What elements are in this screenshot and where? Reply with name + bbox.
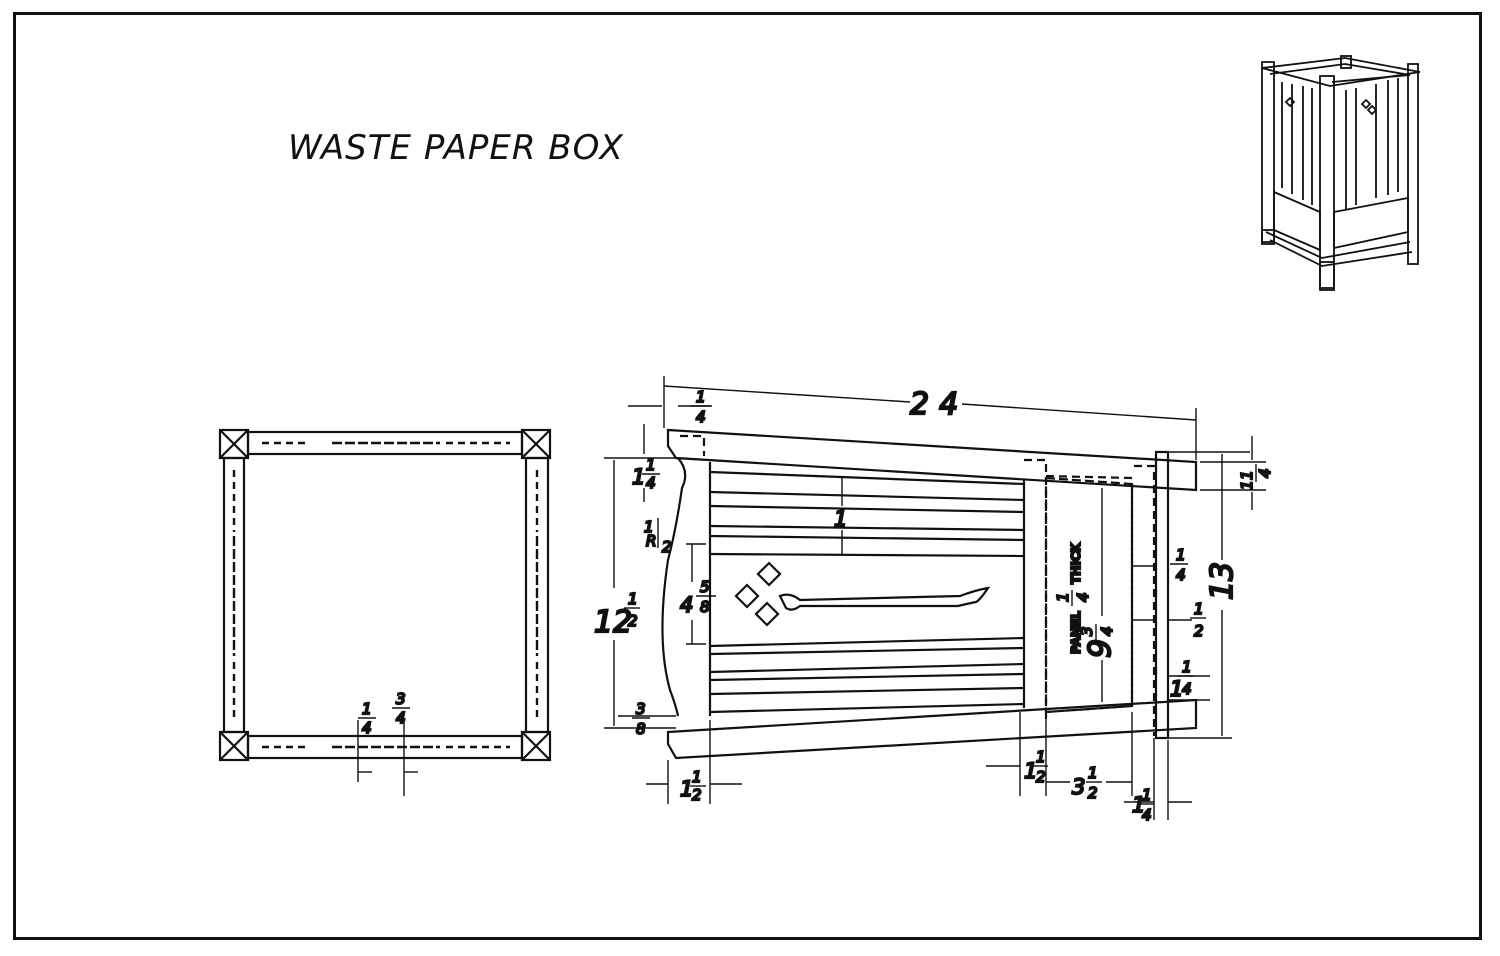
plan-dim-thickness: 1 4 <box>358 699 376 738</box>
dim-overall-length: 24 <box>910 387 968 422</box>
svg-text:1: 1 <box>1024 759 1037 783</box>
svg-text:PANEL: PANEL <box>1069 611 1083 654</box>
svg-text:4: 4 <box>680 593 693 617</box>
svg-text:1: 1 <box>1142 786 1152 804</box>
plan-dim-width: 3 4 <box>392 689 410 728</box>
plan-corner-post-tl <box>218 428 250 460</box>
svg-text:2: 2 <box>692 786 702 804</box>
svg-text:4: 4 <box>1256 468 1274 478</box>
dim-top-offset: 1 4 <box>690 387 710 427</box>
svg-text:R: R <box>646 532 656 550</box>
svg-text:4: 4 <box>696 408 706 426</box>
dim-lower-rail-depth: 1 1 4 <box>1169 657 1194 702</box>
svg-text:1: 1 <box>362 700 372 718</box>
svg-text:4: 4 <box>646 474 656 492</box>
svg-text:1: 1 <box>1132 793 1145 817</box>
svg-text:3: 3 <box>396 690 406 708</box>
svg-text:8: 8 <box>700 598 710 616</box>
dim-panel-offset: 1 4 <box>1170 545 1188 585</box>
sheet-border <box>13 12 1482 940</box>
elevation-panel <box>1044 476 1134 714</box>
dim-end-radius: 1 2 R <box>643 517 673 557</box>
dim-bottom-relief: 3 8 <box>632 699 650 739</box>
svg-text:4: 4 <box>1142 806 1152 824</box>
dim-panel-height: 9 3 4 <box>1077 624 1119 659</box>
svg-text:1: 1 <box>1238 470 1256 480</box>
dim-end-height: 12 1 2 <box>593 589 640 641</box>
svg-text:2: 2 <box>662 538 672 556</box>
perspective-sketch <box>1261 55 1421 291</box>
svg-text:2: 2 <box>628 612 638 630</box>
plan-dimension-lines <box>357 720 418 796</box>
elevation-slats-bottom <box>709 636 1025 714</box>
elevation-bottom-rail <box>666 698 1198 760</box>
elevation-dimension-lines <box>604 376 1266 820</box>
dim-top-rail-depth: 1 1 4 <box>631 455 660 493</box>
svg-text:1: 1 <box>1036 748 1046 766</box>
svg-text:1: 1 <box>1054 592 1072 602</box>
plan-hidden-slats <box>232 441 539 749</box>
dim-stile-width: 1 1 2 <box>1023 747 1048 787</box>
svg-text:4: 4 <box>1074 592 1092 602</box>
svg-text:1: 1 <box>1170 677 1183 701</box>
svg-text:1: 1 <box>680 777 693 801</box>
svg-text:1: 1 <box>646 456 656 474</box>
svg-text:2: 2 <box>1194 622 1204 640</box>
svg-text:2: 2 <box>1088 784 1098 802</box>
dim-emblem-height: 4 5 8 <box>679 577 716 618</box>
dim-left-post: 1 1 2 <box>679 767 706 805</box>
svg-text:8: 8 <box>636 720 646 738</box>
svg-text:4: 4 <box>1182 680 1192 698</box>
dim-post-width: 1 1 4 <box>1131 785 1154 825</box>
svg-text:1: 1 <box>1238 480 1256 490</box>
side-elevation: 24 1 4 1 1 4 1 2 R 4 5 <box>593 376 1275 825</box>
svg-text:1: 1 <box>644 518 654 536</box>
drawing-title: WASTE PAPER BOX <box>288 128 624 168</box>
svg-text:4: 4 <box>1098 626 1116 636</box>
dim-right-rail-depth: 1 1 4 <box>1237 464 1275 491</box>
svg-text:2: 2 <box>1036 768 1046 786</box>
elevation-emblem <box>734 561 991 627</box>
svg-text:3: 3 <box>636 700 646 718</box>
plan-corner-post-bl <box>218 730 250 762</box>
elevation-top-rail <box>666 428 1198 492</box>
svg-text:3: 3 <box>1078 626 1096 636</box>
svg-text:1: 1 <box>1088 764 1098 782</box>
svg-text:1: 1 <box>628 590 638 608</box>
svg-text:1: 1 <box>1182 658 1192 676</box>
svg-text:1: 1 <box>692 768 702 786</box>
svg-text:1: 1 <box>696 388 706 406</box>
plan-view: 1 4 3 4 <box>218 428 552 796</box>
svg-text:12: 12 <box>594 605 632 640</box>
svg-text:4: 4 <box>396 709 406 727</box>
svg-text:3: 3 <box>1072 775 1085 799</box>
plan-corner-post-tr <box>520 428 552 460</box>
dim-overall-height: 13 <box>1205 562 1240 600</box>
svg-text:9: 9 <box>1083 639 1118 658</box>
elevation-right-post <box>1154 450 1170 740</box>
svg-text:1: 1 <box>632 465 645 489</box>
svg-text:1: 1 <box>1194 600 1204 618</box>
elevation-shaped-end <box>661 457 687 717</box>
svg-text:1: 1 <box>1176 546 1186 564</box>
dim-panel-note: PANEL 1 4 THICK <box>1053 541 1093 655</box>
dim-panel-width: 3 1 2 <box>1071 763 1102 803</box>
svg-text:5: 5 <box>700 578 710 596</box>
svg-text:4: 4 <box>1176 566 1186 584</box>
dim-panel-inset: 1 2 <box>1190 599 1206 641</box>
dim-slat-width: 1 <box>834 507 847 531</box>
plan-corner-post-br <box>520 730 552 762</box>
svg-text:4: 4 <box>362 719 372 737</box>
elevation-slats-top <box>709 470 1025 558</box>
svg-text:THICK: THICK <box>1069 543 1083 585</box>
